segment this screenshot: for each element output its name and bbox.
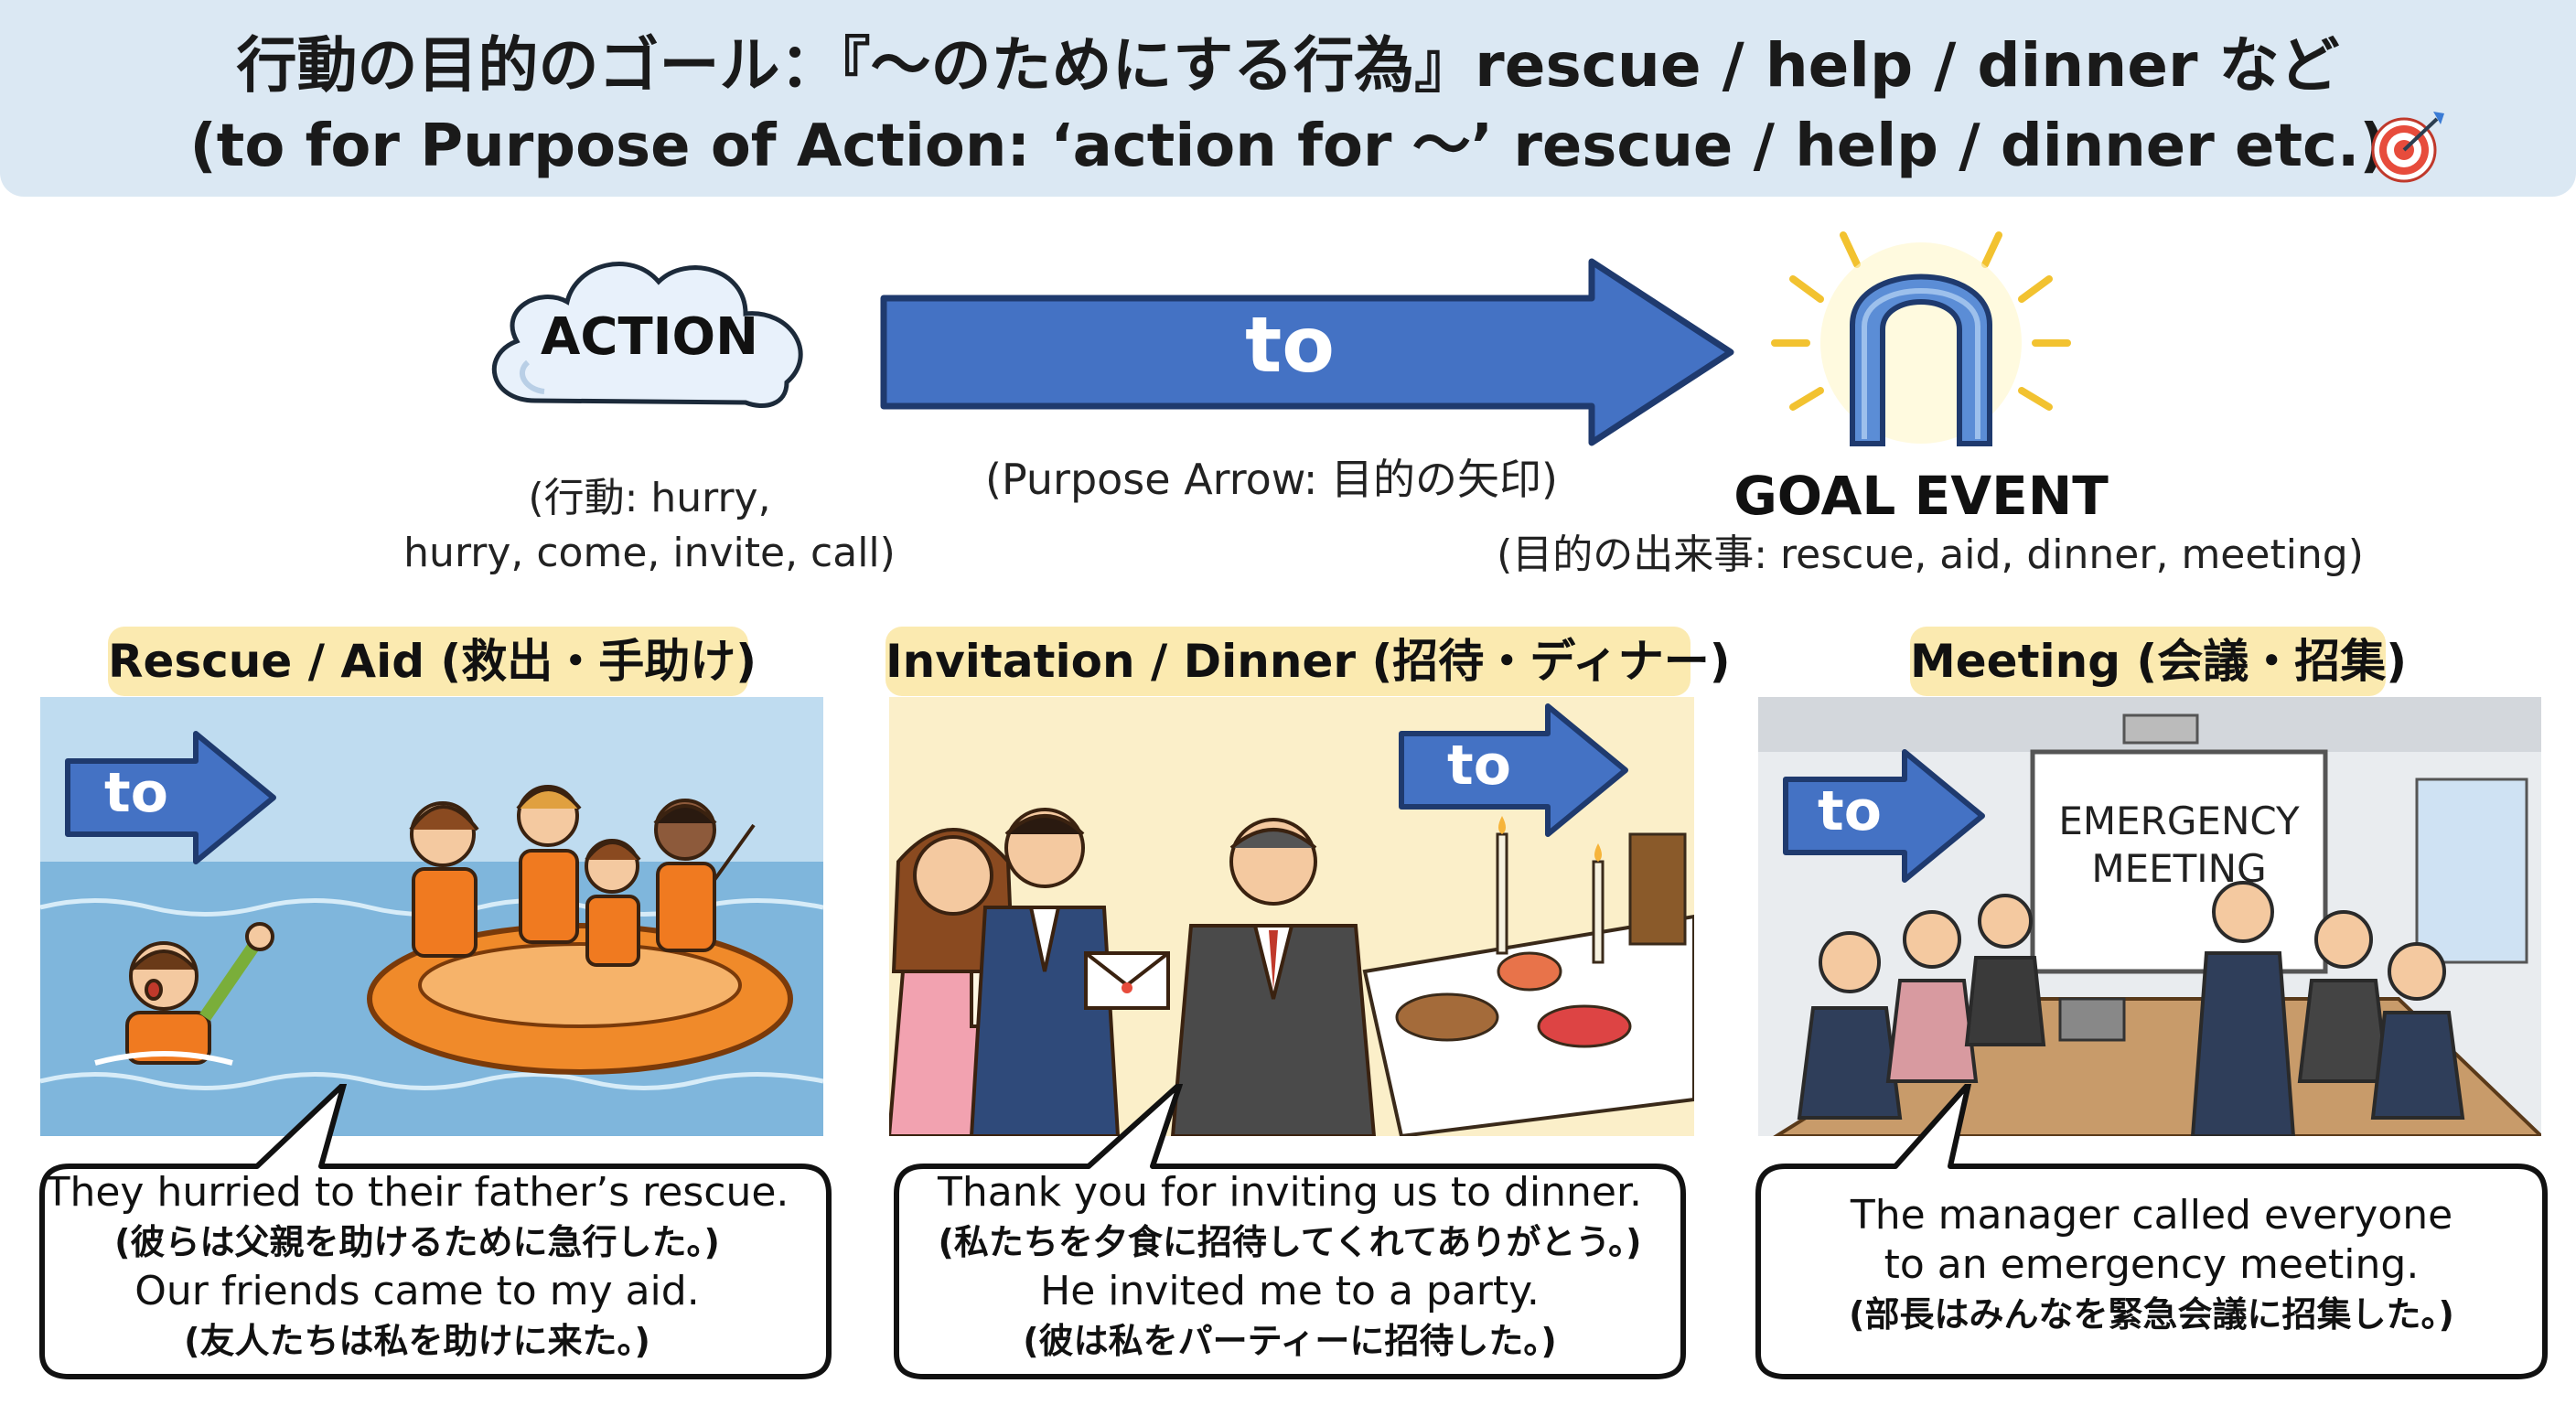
rescue-speech-bubble [39, 1084, 832, 1379]
purpose-arrow-label: to [1245, 300, 1335, 390]
title-banner [0, 0, 2576, 197]
meeting-scene: to EMERGENCY MEETING [1758, 697, 2541, 1136]
rescue-arrow-label: to [104, 761, 168, 825]
panel-title-rescue: Rescue / Aid (救出・手助け) [108, 627, 757, 696]
action-label: ACTION [541, 307, 758, 367]
goal-event-label: GOAL EVENT [1733, 465, 2109, 527]
target-dart-icon [2371, 112, 2444, 183]
action-caption-line-1: (行動: hurry, [528, 475, 771, 521]
meeting-example-en-2: to an emergency meeting. [1884, 1241, 2420, 1288]
page-title-japanese: 行動の目的のゴール：『〜のためにする行為』rescue / help / din… [236, 30, 2340, 101]
action-caption-line-2: hurry, come, invite, call) [403, 530, 896, 576]
meeting-arrow-label: to [1818, 779, 1882, 843]
rescue-example-en-1: They hurried to their father’s rescue. [45, 1169, 789, 1216]
invitation-speech-bubble [894, 1084, 1686, 1379]
purpose-arrow-shape [880, 258, 1734, 446]
goal-event-caption: (目的の出来事: rescue, aid, dinner, meeting) [1497, 531, 2364, 578]
invitation-scene: to [889, 697, 1694, 1136]
meeting-speech-bubble [1755, 1084, 2548, 1379]
meeting-bubble-text: The manager called everyone to an emerge… [1758, 1191, 2545, 1339]
invitation-example-jp-1: (私たちを夕食に招待してくれてありがとう。) [938, 1222, 1642, 1262]
invitation-bubble-text: Thank you for inviting us to dinner. (私た… [896, 1168, 1683, 1366]
invitation-example-en-1: Thank you for inviting us to dinner. [937, 1169, 1643, 1216]
rescue-bubble-text: They hurried to their father’s rescue. (… [42, 1168, 792, 1366]
panel-title-meeting: Meeting (会議・招集) [1910, 627, 2407, 696]
meeting-screen-text: EMERGENCY MEETING [2033, 798, 2325, 893]
rescue-scene: to [40, 697, 823, 1136]
goal-arch-icon [1771, 231, 2071, 446]
invitation-example-jp-2: (彼は私をパーティーに招待した。) [1023, 1321, 1557, 1361]
meeting-screen-line-2: MEETING [2091, 846, 2267, 891]
action-caption: (行動: hurry, hurry, come, invite, call) [393, 471, 906, 581]
rescue-example-jp-1: (彼らは父親を助けるために急行した。) [114, 1222, 720, 1262]
panel-title-invitation: Invitation / Dinner (招待・ディナー) [886, 627, 1731, 696]
rescue-example-en-2: Our friends came to my aid. [134, 1268, 700, 1314]
meeting-example-jp-1: (部長はみんなを緊急会議に招集した。) [1849, 1294, 2454, 1335]
rescue-example-jp-2: (友人たちは私を助けに来た。) [184, 1321, 650, 1361]
purpose-arrow-caption: (Purpose Arrow: 目的の矢印) [985, 455, 1558, 504]
invitation-example-en-2: He invited me to a party. [1040, 1268, 1540, 1314]
action-cloud-shape [491, 262, 803, 408]
meeting-example-en-1: The manager called everyone [1850, 1192, 2453, 1239]
meeting-screen-line-1: EMERGENCY [2058, 799, 2300, 843]
page-title-english: (to for Purpose of Action: ‘action for 〜… [189, 113, 2387, 180]
invitation-arrow-label: to [1447, 734, 1511, 798]
